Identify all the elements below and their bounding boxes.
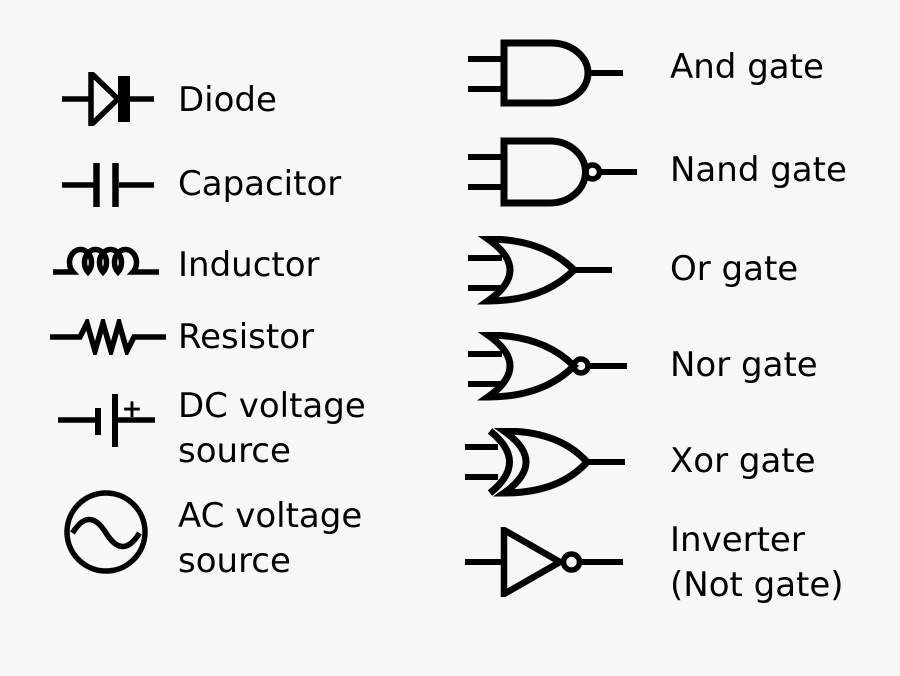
inverter-label-line2: (Not gate)	[670, 565, 844, 605]
ac-source-sine-wave	[70, 516, 142, 550]
dc-voltage-source-label-line2: source	[178, 431, 291, 471]
xor-gate-extra-arc	[487, 428, 513, 496]
nor-gate-label: Nor gate	[670, 345, 818, 385]
and-gate-icon	[468, 39, 623, 107]
or-gate-label: Or gate	[670, 249, 799, 289]
ac-voltage-source-label: AC voltage source	[178, 494, 362, 584]
or-gate-inputs	[468, 255, 502, 291]
and-gate-inputs	[468, 56, 506, 92]
ac-voltage-source-label-line2: source	[178, 541, 291, 581]
xor-gate-inputs	[465, 444, 498, 480]
inverter-bubble	[560, 551, 583, 573]
diode-anode-triangle	[88, 72, 122, 126]
ac-source-circle	[64, 490, 148, 574]
inverter-triangle	[500, 527, 567, 597]
ac-voltage-source-label-line1: AC voltage	[178, 496, 363, 536]
dc-voltage-source-icon: +	[58, 394, 155, 447]
or-gate-body	[476, 236, 579, 305]
battery-plus-sign: +	[122, 394, 143, 423]
diode-icon	[62, 72, 154, 126]
capacitor-label: Capacitor	[178, 164, 342, 204]
capacitor-icon	[62, 163, 154, 207]
nor-gate-icon	[468, 332, 627, 401]
nand-gate-inputs	[468, 154, 506, 190]
inductor-coil	[53, 246, 159, 277]
nor-gate-bubble	[571, 356, 591, 376]
nand-gate-icon	[468, 137, 637, 207]
resistor-icon	[50, 319, 166, 355]
nor-gate-body	[476, 332, 579, 401]
xor-gate-icon	[465, 428, 625, 497]
ac-voltage-source-icon	[64, 490, 148, 574]
resistor-label: Resistor	[178, 317, 314, 357]
diode-label: Diode	[178, 80, 277, 120]
nand-gate-body	[500, 137, 589, 207]
and-gate-body	[500, 39, 592, 107]
inductor-icon	[53, 246, 159, 277]
inverter-label: Inverter (Not gate)	[670, 518, 844, 608]
nand-gate-bubble	[582, 162, 603, 182]
xor-gate-body	[492, 428, 592, 497]
or-gate-icon	[468, 236, 612, 305]
resistor-zigzag	[50, 319, 166, 355]
dc-voltage-source-label: DC voltage source	[178, 384, 366, 474]
diode-cathode-bar	[118, 76, 130, 122]
and-gate-label: And gate	[670, 47, 824, 87]
inverter-label-line1: Inverter	[670, 520, 805, 560]
dc-voltage-source-label-line1: DC voltage	[178, 386, 366, 426]
nor-gate-inputs	[468, 351, 502, 387]
inverter-icon	[465, 527, 623, 597]
nand-gate-label: Nand gate	[670, 150, 847, 190]
xor-gate-label: Xor gate	[670, 441, 816, 481]
inductor-label: Inductor	[178, 245, 320, 285]
